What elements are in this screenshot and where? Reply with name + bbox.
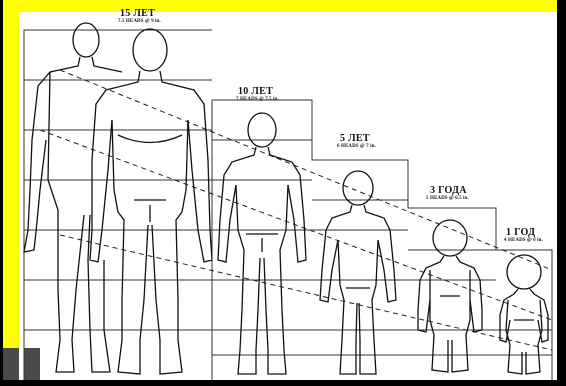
age-label-15: 15 ЛЕТ (120, 8, 155, 19)
heads-label-15: 7.5 HEADS @ 9 in. (118, 19, 161, 24)
left-black-border (0, 0, 3, 386)
bottom-black-border (0, 380, 566, 386)
age-label-1: 1 ГОД (506, 227, 535, 238)
age-label-3: 3 ГОДА (430, 185, 467, 196)
left-white-strip (19, 12, 24, 380)
heads-label-1: 4 HEADS @ 6 in. (504, 238, 543, 243)
age-label-10: 10 ЛЕТ (238, 86, 273, 97)
heads-label-3: 5 HEADS @ 6.5 in. (426, 196, 469, 201)
heads-label-10: 7 HEADS @ 7.5 in. (236, 97, 279, 102)
heads-label-5: 6 HEADS @ 7 in. (337, 144, 376, 149)
age-label-5: 5 ЛЕТ (340, 133, 370, 144)
top-yellow-banner (0, 0, 566, 12)
right-black-border (557, 0, 566, 386)
